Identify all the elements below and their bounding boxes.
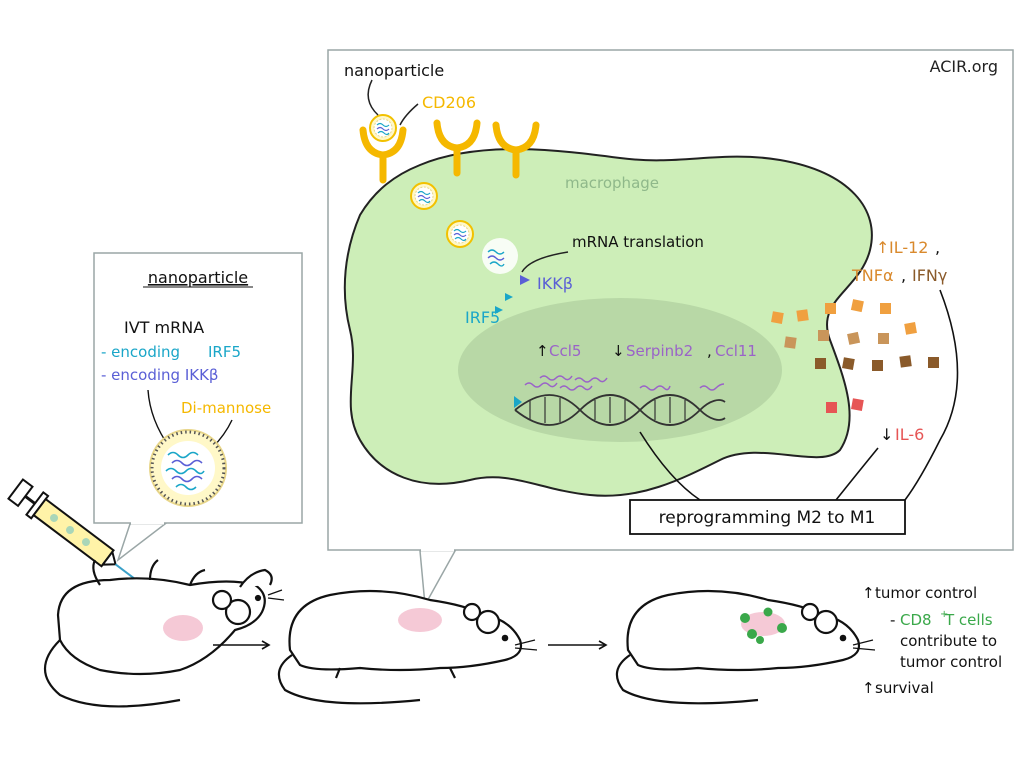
mouse-injected (44, 559, 285, 708)
t-cells-label: T cells (944, 611, 993, 629)
nanoparticle-internalized (446, 220, 474, 248)
watermark: ACIR.org (930, 57, 998, 76)
cytokine-particles (771, 299, 939, 413)
tnfa-label: TNFα (851, 266, 894, 285)
nanoparticle-releasing (482, 238, 518, 274)
survival-label: survival (875, 679, 934, 697)
mrna-transcripts (524, 375, 725, 391)
encoding-irf5-gene: IRF5 (208, 343, 241, 361)
macrophage-label: macrophage (565, 174, 659, 192)
encoding-ikkb-label: - encoding IKKβ (101, 366, 219, 384)
cd8-superscript: + (940, 609, 948, 620)
ivt-mrna-label: IVT mRNA (124, 318, 204, 337)
ikkb-label: IKKβ (537, 274, 573, 293)
irf5-label: IRF5 (465, 308, 500, 327)
mouse-tumor (277, 589, 538, 705)
nanoparticle-internalized (410, 182, 438, 210)
up-arrow-ccl5: ↑ (536, 342, 549, 360)
contribute-label: contribute to (900, 632, 997, 650)
reprogramming-box (629, 499, 906, 535)
il12-up-arrow: ↑ (876, 238, 889, 257)
encoding-irf5-prefix: - encoding (101, 343, 180, 361)
mrna-translation-label: mRNA translation (572, 233, 704, 251)
il6-down-arrow: ↓ (880, 425, 893, 444)
zoom-panel-pointer (419, 550, 457, 608)
ifng-label: IFNγ (912, 266, 947, 285)
up-arrow: ↑ (862, 679, 875, 697)
irf5-protein (495, 306, 503, 314)
irf5-nuclear (514, 396, 522, 408)
cd206-label: CD206 (422, 93, 476, 112)
inset-pointer (116, 523, 168, 563)
reprogramming-label: reprogramming M2 to M1 (659, 508, 876, 528)
tumor-control-label: tumor control (875, 584, 977, 602)
nanoparticle-bound (369, 114, 397, 142)
cd8-label: CD8 (900, 611, 932, 629)
il12-label: IL-12 (889, 238, 928, 257)
nanoparticle-detail (149, 429, 227, 507)
dimannose-label: Di-mannose (181, 399, 271, 417)
comma: , (901, 266, 906, 285)
nucleus (458, 298, 782, 442)
down-arrow-serpin: ↓ (612, 342, 625, 360)
comma: , (935, 238, 940, 257)
ikkb-protein (520, 275, 530, 285)
syringe (7, 478, 135, 579)
tumor-control-label-2: tumor control (900, 653, 1002, 671)
dna-helix (514, 394, 726, 426)
mouse-treated (615, 589, 876, 705)
inset-title: nanoparticle (148, 268, 248, 287)
nanoparticle-label-zoom: nanoparticle (344, 61, 444, 80)
cd8-t-cells (740, 607, 787, 644)
comma: , (707, 342, 712, 360)
up-arrow: ↑ (862, 584, 875, 602)
irf5-protein (505, 293, 513, 301)
il6-label: IL-6 (895, 425, 924, 444)
dash: - (890, 611, 895, 629)
ccl11-label: Ccl11 (715, 342, 757, 360)
serpinb2-label: Serpinb2 (626, 342, 693, 360)
ccl5-label: Ccl5 (549, 342, 581, 360)
